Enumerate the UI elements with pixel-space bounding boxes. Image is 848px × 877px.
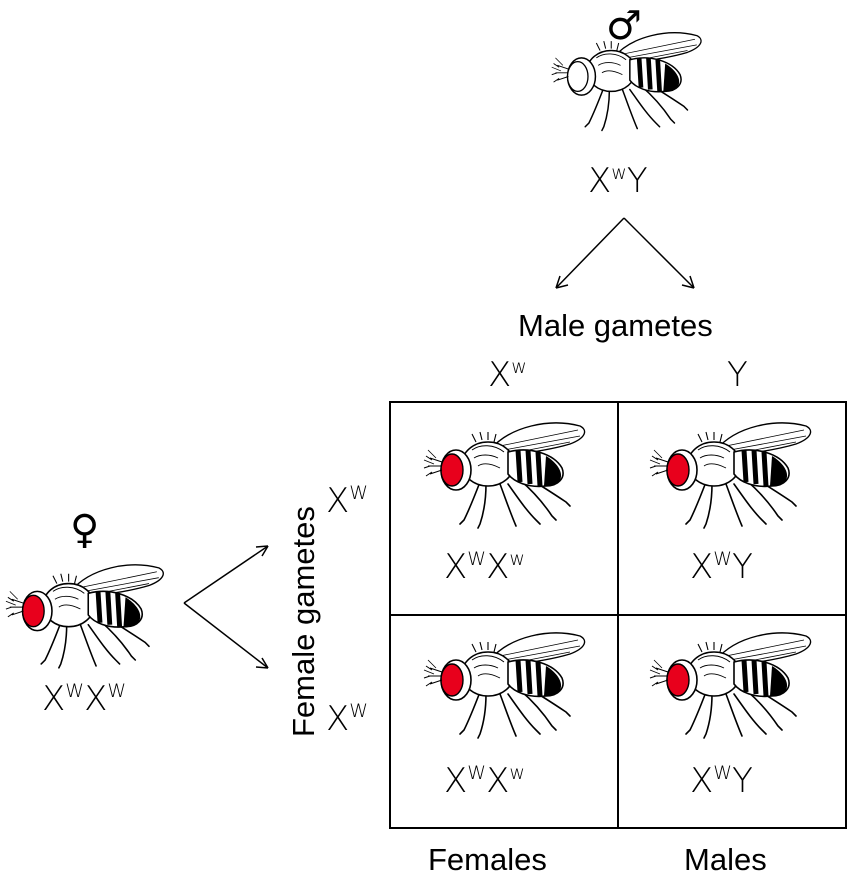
male-gametes-label: Male gametes xyxy=(518,308,713,343)
male-symbol: ♂ xyxy=(606,3,642,49)
males-label: Males xyxy=(684,842,767,877)
female-parent-fly-icon xyxy=(6,565,163,668)
male-gamete-arrows xyxy=(555,217,695,289)
fly-icon-cell-1 xyxy=(424,423,585,528)
cell-2-genotype: XWY xyxy=(690,547,753,587)
female-symbol: ♀ xyxy=(70,507,100,553)
punnett-square-grid xyxy=(389,401,847,829)
females-label: Females xyxy=(428,842,547,877)
cell-3-genotype: XWXw xyxy=(444,761,525,801)
fly-icon-cell-4 xyxy=(650,633,811,738)
female-gametes-label: Female gametes xyxy=(286,506,321,737)
male-parent-genotype: XwY xyxy=(588,161,648,201)
cell-4-genotype: XWY xyxy=(690,761,753,801)
female-parent-genotype: XWXW xyxy=(42,679,127,719)
female-gamete-1: XW xyxy=(326,481,369,521)
male-gamete-2: Y xyxy=(727,355,748,395)
fly-icon-cell-3 xyxy=(424,633,585,738)
female-gamete-arrows xyxy=(183,545,269,669)
cell-1-genotype: XWXw xyxy=(444,547,525,587)
male-gamete-1: Xw xyxy=(488,355,527,395)
fly-icon-cell-2 xyxy=(650,423,811,528)
female-gamete-2: XW xyxy=(326,699,369,739)
